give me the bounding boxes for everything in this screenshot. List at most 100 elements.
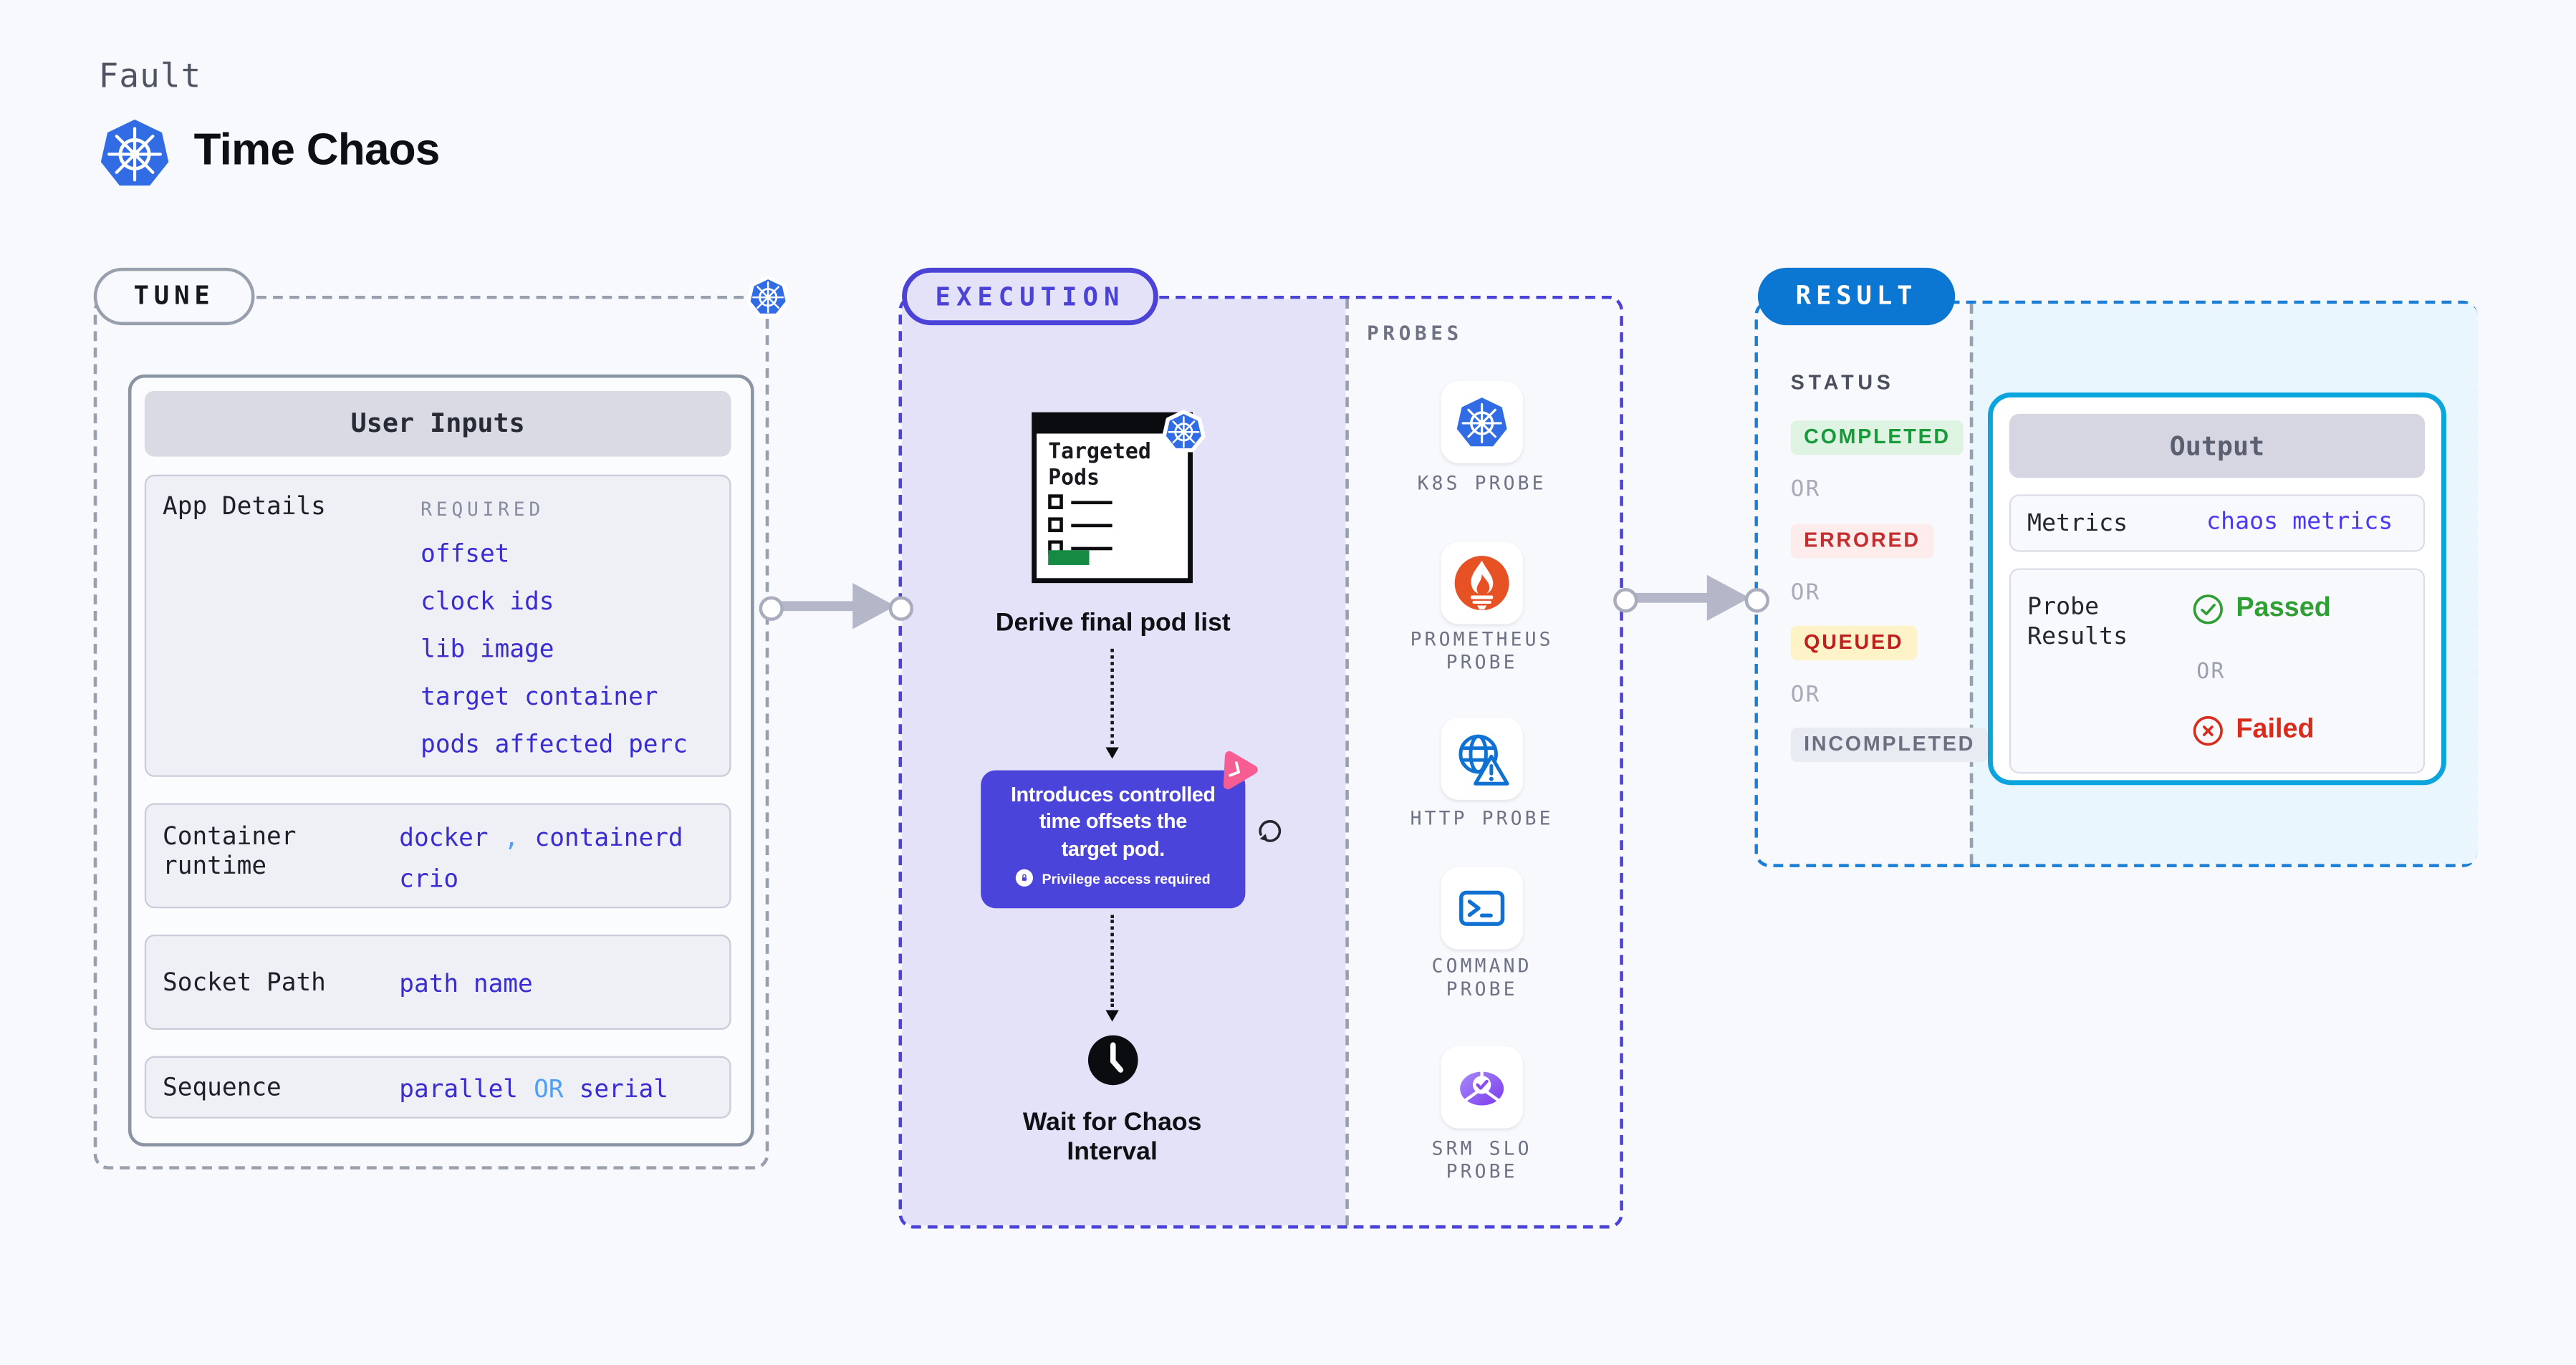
user-inputs-title: User Inputs (144, 390, 731, 457)
http-globe-warning-icon (1452, 729, 1512, 788)
metrics-row: Metrics chaos metrics (2009, 494, 2426, 552)
connector-dot (1613, 588, 1638, 613)
app-details-label: App Details (163, 491, 326, 521)
probe-card-prometheus (1441, 541, 1523, 624)
container-runtime-values: docker , containerd (399, 821, 683, 853)
status-badge-incompleted: INCOMPLETED (1790, 727, 1989, 763)
flow-connector (1110, 648, 1114, 744)
field-lib-image: lib image (420, 634, 554, 664)
result-badge: RESULT (1757, 267, 1956, 326)
metrics-value: chaos metrics (2206, 508, 2393, 536)
or-separator: OR (1790, 681, 1821, 708)
arrowhead-icon (852, 583, 895, 630)
field-target-container: target container (420, 681, 658, 712)
app-details-row: App Details REQUIRED offset clock ids li… (144, 474, 731, 777)
output-title: Output (2009, 413, 2426, 478)
list-line (1071, 523, 1112, 527)
probe-card-srm-slo (1441, 1046, 1523, 1129)
sequence-label: Sequence (163, 1072, 282, 1102)
arrowhead-icon (1105, 1010, 1118, 1022)
sequence-or: OR (534, 1074, 564, 1104)
arrowhead-icon (1706, 574, 1750, 621)
privilege-note: Privilege access required (981, 869, 1245, 887)
x-circle-icon (2191, 715, 2224, 748)
or-separator: OR (2196, 660, 2226, 685)
probes-title: PROBES (1367, 322, 1463, 345)
container-runtime-label: Container runtime (163, 821, 297, 881)
runtime-crio: crio (399, 864, 459, 894)
check-circle-icon (2191, 593, 2224, 626)
probe-label: COMMAND PROBE (1431, 954, 1532, 1000)
tune-section (93, 295, 769, 1169)
container-runtime-row: Container runtime docker , containerd cr… (144, 803, 731, 909)
status-badge-errored: ERRORED (1790, 524, 1934, 559)
probe-label: K8S PROBE (1417, 471, 1547, 495)
targeted-pods-title: Targeted Pods (1048, 440, 1151, 491)
progress-bar (1048, 550, 1090, 565)
status-badge-completed: COMPLETED (1790, 420, 1964, 455)
probe-label: HTTP PROBE (1410, 806, 1554, 830)
passed-label: Passed (2236, 592, 2331, 623)
kubernetes-icon (743, 271, 794, 322)
or-separator: OR (1790, 579, 1821, 607)
socket-path-row: Socket Path path name (144, 934, 731, 1030)
runtime-separator: , (504, 822, 519, 853)
srm-slo-icon (1451, 1056, 1513, 1119)
probe-label: SRM SLO PROBE (1431, 1137, 1532, 1182)
execution-badge: EXECUTION (902, 267, 1158, 326)
clock-icon (1086, 1033, 1140, 1088)
output-card: Output Metrics chaos metrics Probe Resul… (1988, 392, 2446, 786)
status-badge-queued: QUEUED (1790, 625, 1917, 660)
sequence-values: parallel OR serial (399, 1073, 668, 1104)
field-pods-affected-perc: pods affected perc (420, 729, 688, 759)
probe-label: PROMETHEUS PROBE (1410, 627, 1554, 673)
wait-interval-label: Wait for Chaos Interval (1022, 1109, 1202, 1167)
failed-label: Failed (2236, 714, 2315, 744)
probe-card-k8s (1441, 381, 1523, 463)
socket-path-label: Socket Path (163, 967, 326, 998)
kubernetes-icon (1454, 394, 1510, 450)
clipboard-top-bar (1034, 415, 1186, 434)
chaos-pinwheel-icon (1213, 746, 1263, 796)
prometheus-icon (1452, 554, 1512, 613)
page-title: Time Chaos (193, 125, 441, 175)
lock-icon (1016, 869, 1034, 887)
fault-eyebrow: Fault (98, 55, 202, 96)
probe-card-http (1441, 718, 1523, 800)
runtime-containerd: containerd (534, 822, 683, 853)
checkbox-icon (1048, 494, 1063, 509)
probe-card-command (1441, 867, 1523, 950)
arrowhead-icon (1105, 747, 1118, 759)
field-clock-ids: clock ids (420, 586, 554, 617)
probe-results-row: Probe Results Passed OR Failed (2009, 568, 2426, 774)
probes-divider (1345, 299, 1349, 1225)
loop-icon (1252, 813, 1288, 849)
targeted-pods-card: Targeted Pods (1032, 413, 1193, 584)
flow-connector (1110, 915, 1114, 1007)
connector-dot (888, 596, 914, 621)
metrics-label: Metrics (2027, 511, 2128, 537)
kubernetes-icon (1158, 405, 1209, 456)
list-line (1071, 546, 1112, 550)
arrow-execution-to-result (1626, 592, 1709, 602)
status-divider (1969, 304, 1974, 864)
field-offset: offset (420, 539, 510, 569)
runtime-docker: docker (399, 822, 489, 853)
sequence-serial: serial (579, 1074, 668, 1104)
or-separator: OR (1790, 476, 1821, 503)
sequence-row: Sequence parallel OR serial (144, 1056, 731, 1119)
fault-tooltip: Introduces controlled time offsets the t… (981, 770, 1246, 909)
terminal-icon (1454, 880, 1510, 936)
list-line (1071, 500, 1112, 503)
kubernetes-icon (97, 115, 172, 190)
arrow-tune-to-execution (772, 601, 855, 610)
checkbox-icon (1048, 517, 1063, 533)
tooltip-text: Introduces controlled time offsets the t… (1010, 783, 1216, 861)
connector-dot (759, 596, 784, 621)
sequence-parallel: parallel (399, 1074, 518, 1104)
status-title: STATUS (1790, 371, 1895, 395)
derive-pod-list-label: Derive final pod list (995, 609, 1231, 637)
connector-dot (1744, 588, 1769, 613)
privilege-note-text: Privilege access required (1042, 869, 1211, 887)
